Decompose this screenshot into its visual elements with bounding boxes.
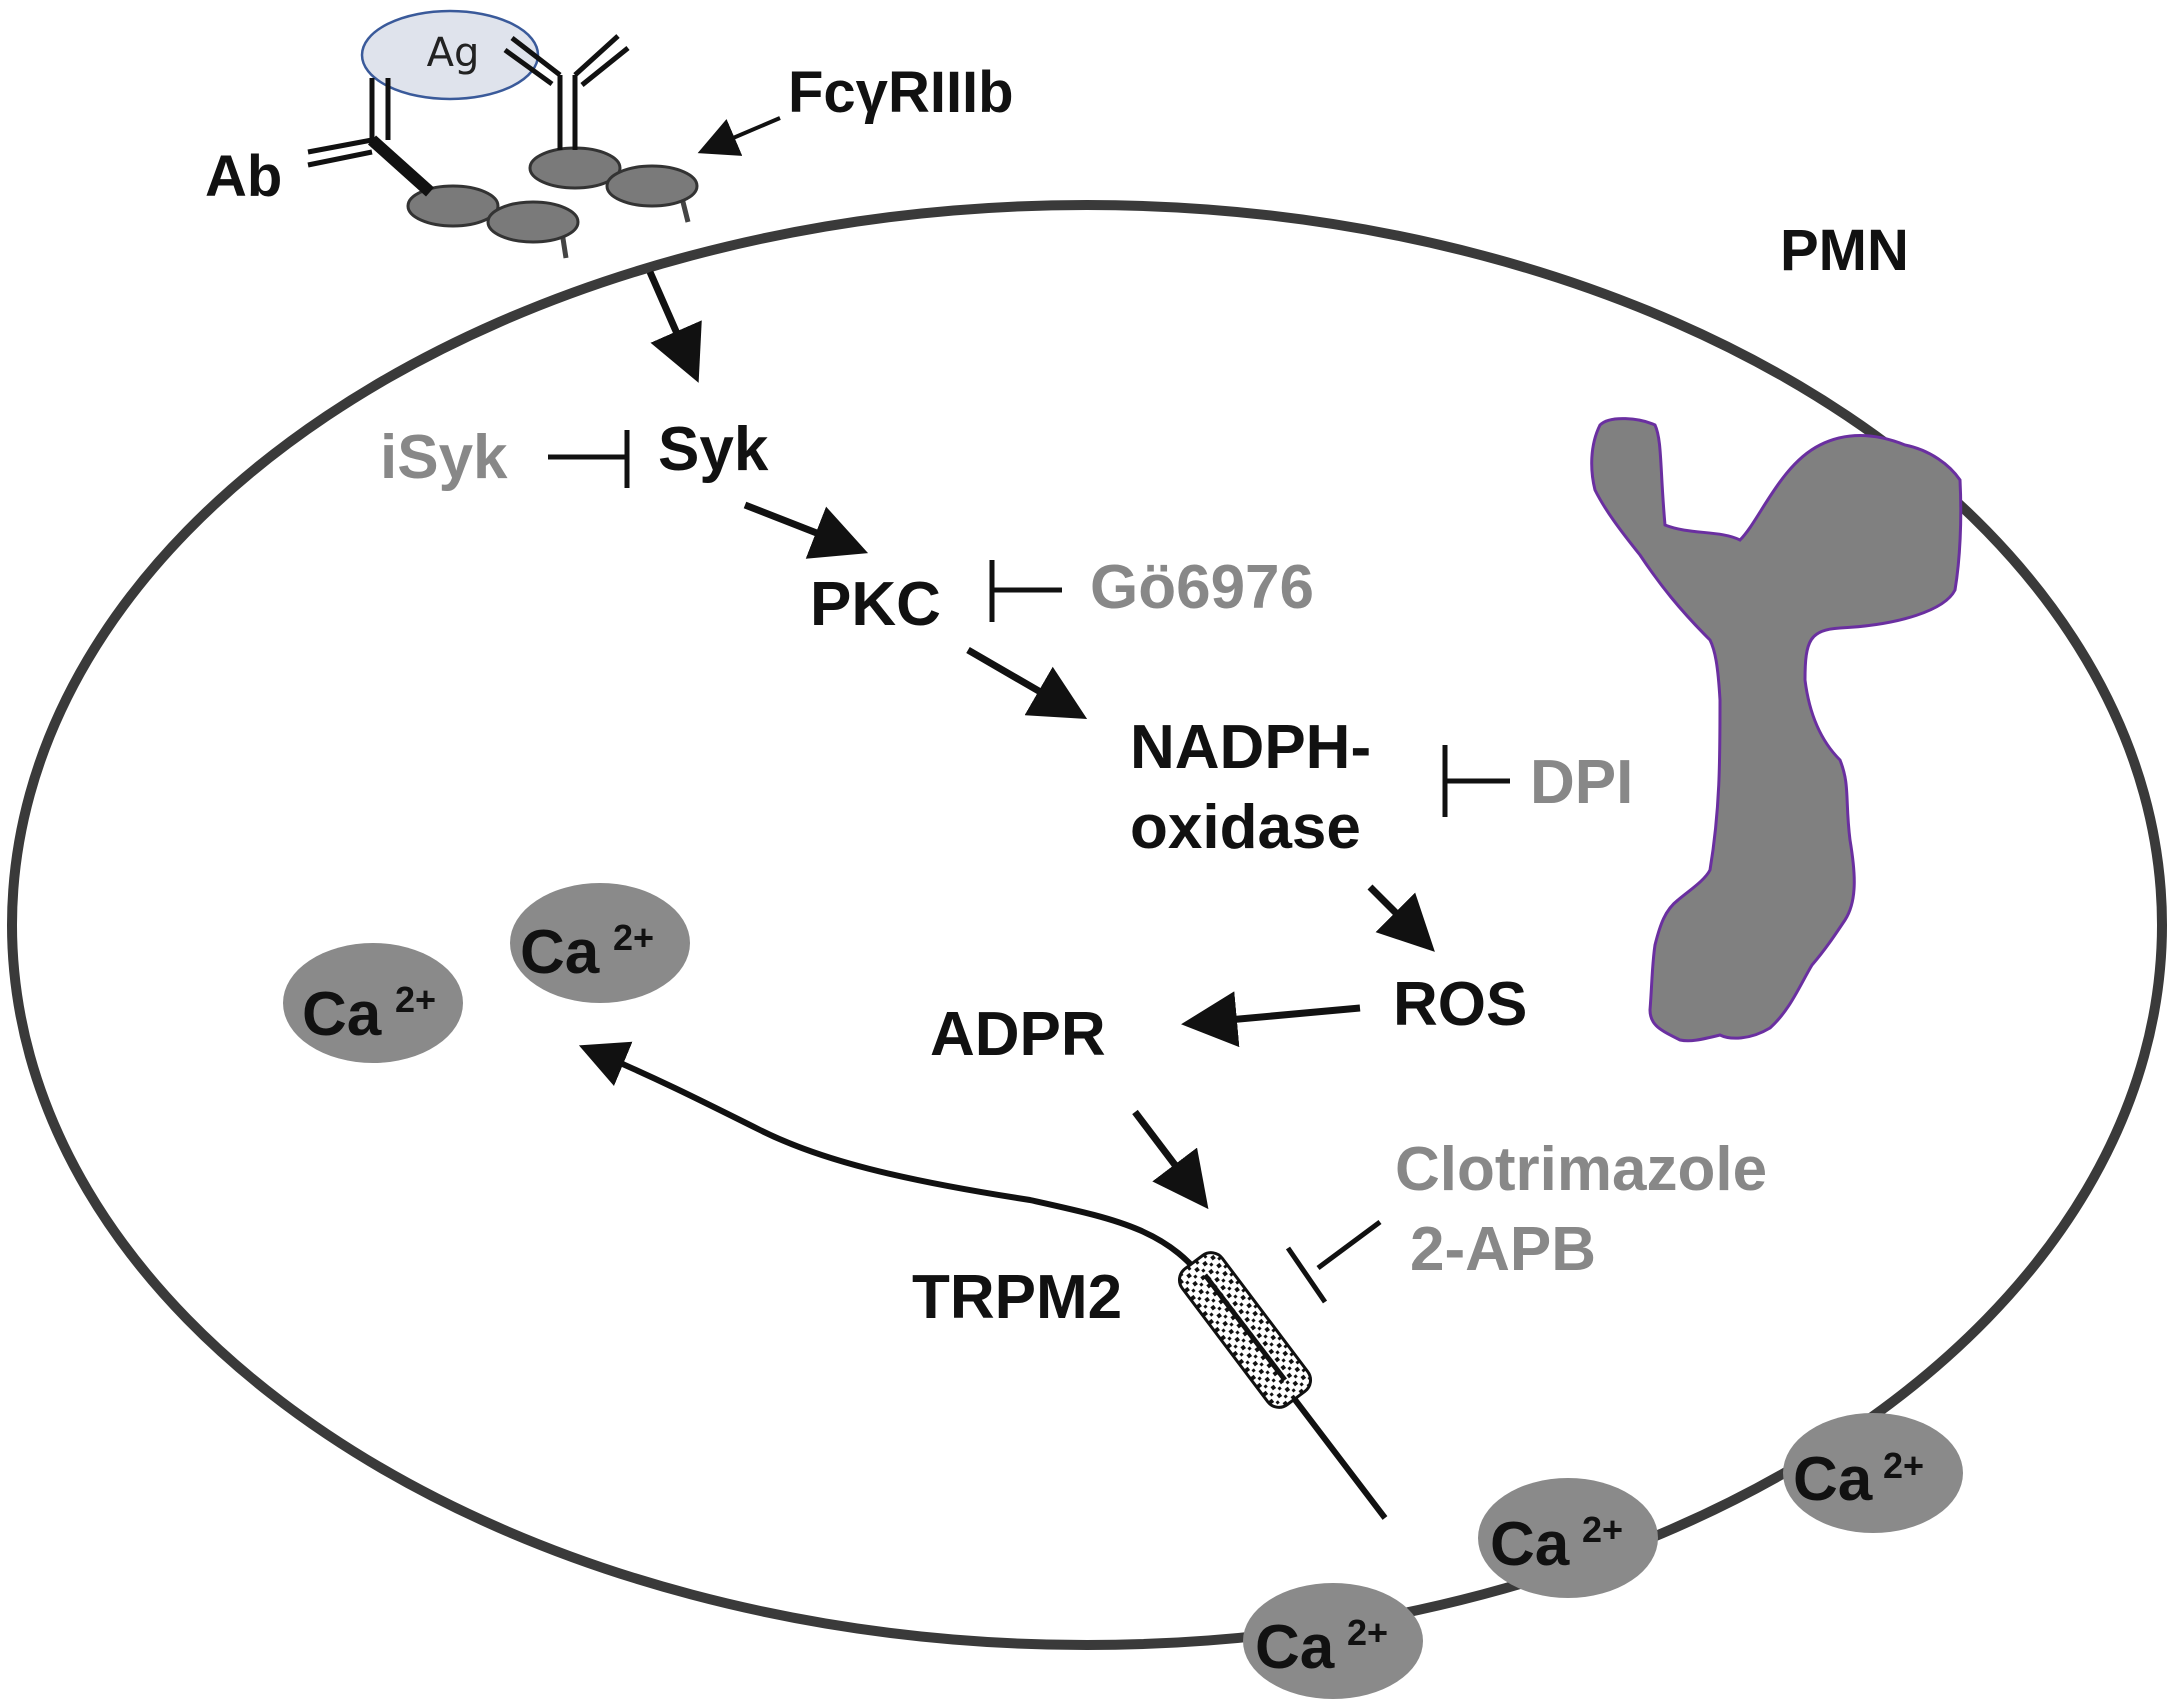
- inhibitor-dpi: DPI: [1530, 748, 1633, 817]
- node-trpm2: TRPM2: [912, 1263, 1122, 1332]
- arrow-receptor-pointer: [697, 116, 781, 156]
- receptor-domain: [486, 200, 580, 244]
- calcium-ion-charge: 2+: [1582, 1509, 1623, 1550]
- calcium-ion-charge: 2+: [395, 979, 436, 1020]
- receptor-domain: [605, 164, 699, 208]
- node-nadph-line2: oxidase: [1130, 793, 1361, 862]
- calcium-ion-symbol: Ca: [1255, 1613, 1335, 1682]
- arrow-adpr-trpm2: [1132, 1109, 1209, 1210]
- node-pkc: PKC: [810, 570, 941, 639]
- calcium-influx-path: [578, 1041, 1388, 1520]
- calcium-ion-charge: 2+: [613, 917, 654, 958]
- node-syk: Syk: [658, 415, 769, 484]
- receptor-complex: [307, 9, 699, 259]
- arrow-ros-adpr: [1181, 991, 1361, 1048]
- calcium-ion: Ca 2+: [1478, 1478, 1658, 1598]
- calcium-ion-symbol: Ca: [520, 918, 600, 987]
- calcium-ion-symbol: Ca: [1793, 1445, 1873, 1514]
- receptor-label: FcγRIIIb: [788, 60, 1014, 125]
- inhibitor-2apb: 2-APB: [1410, 1215, 1596, 1284]
- cell-membrane: [7, 200, 2167, 1650]
- inhibitor-clotrimazole: Clotrimazole: [1395, 1135, 1767, 1204]
- calcium-ion: Ca 2+: [283, 943, 463, 1063]
- arrow-receptor-syk: [646, 270, 702, 383]
- calcium-ion: Ca 2+: [1783, 1413, 1963, 1533]
- calcium-ion-symbol: Ca: [1490, 1510, 1570, 1579]
- node-nadph-line1: NADPH-: [1130, 713, 1371, 782]
- node-adpr: ADPR: [930, 1000, 1106, 1069]
- antibody-label: Ab: [205, 144, 282, 209]
- inhibitor-go6976: Gö6976: [1090, 553, 1314, 622]
- calcium-ion: Ca 2+: [510, 883, 690, 1003]
- calcium-ion: Ca 2+: [1243, 1583, 1423, 1699]
- nucleus: [1590, 417, 1963, 1043]
- cell-label: PMN: [1780, 218, 1909, 283]
- inhibitor-isyk: iSyk: [380, 423, 508, 492]
- calcium-ion-charge: 2+: [1883, 1445, 1924, 1486]
- calcium-ion-charge: 2+: [1347, 1612, 1388, 1653]
- calcium-ion-symbol: Ca: [302, 980, 382, 1049]
- inhibition-clotrimazole: [1316, 1219, 1382, 1271]
- antigen-label: Ag: [427, 30, 480, 76]
- arrow-nadph-ros: [1367, 884, 1435, 952]
- arrow-syk-pkc: [743, 501, 869, 559]
- receptor-domain: [406, 184, 500, 228]
- arrow-pkc-nadph: [966, 646, 1088, 720]
- node-ros: ROS: [1393, 970, 1527, 1039]
